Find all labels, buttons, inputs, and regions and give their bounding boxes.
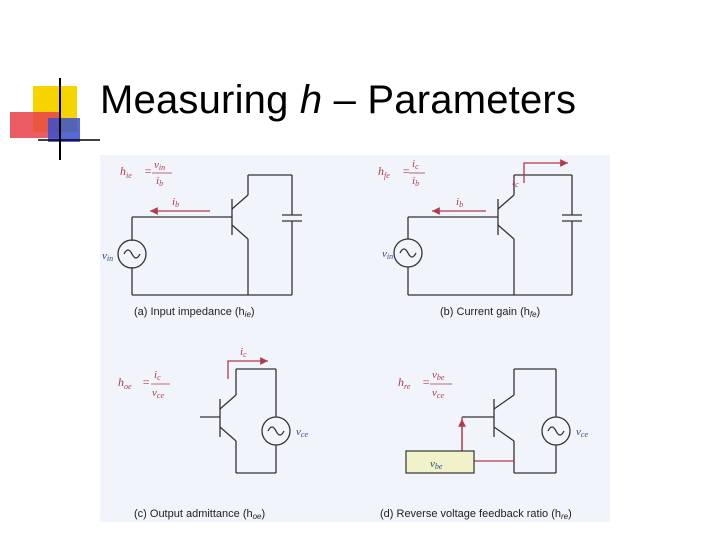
panel-b-ic-label: ic bbox=[512, 176, 519, 189]
title-prefix: Measuring bbox=[100, 78, 300, 122]
panel-d-formula-den: vce bbox=[432, 387, 444, 400]
panel-d-caption: (d) Reverse voltage feedback ratio (hre) bbox=[380, 508, 572, 521]
panel-d-source-label: vce bbox=[576, 426, 588, 439]
h-parameter-figure: hie = vin ib vin ib (a) Input impedance … bbox=[100, 155, 610, 522]
panel-a-formula-den: ib bbox=[156, 175, 163, 188]
panel-a-ac-source bbox=[117, 239, 147, 269]
slide-logo bbox=[10, 78, 100, 160]
panel-b-source-label: vin bbox=[382, 248, 393, 261]
panel-b-formula-num: ic bbox=[412, 158, 419, 171]
panel-b-formula-den: ib bbox=[412, 175, 419, 188]
panel-c-ic-label: ic bbox=[240, 346, 247, 359]
title-h: h bbox=[299, 78, 323, 122]
panel-c-output-admittance: hoe = ic vce vce ic (c) Output admittanc… bbox=[118, 346, 308, 521]
panel-c-ic-arrow bbox=[227, 357, 268, 379]
panel-d-formula-lhs: hre bbox=[398, 375, 411, 391]
panel-a-caption: (a) Input impedance (hie) bbox=[134, 306, 255, 319]
panel-c-formula-num: ic bbox=[154, 369, 161, 382]
panel-c-formula-den: vce bbox=[152, 387, 164, 400]
panel-d-formula-num: vbe bbox=[432, 369, 445, 382]
panel-b-ic-arrow bbox=[523, 159, 568, 183]
panel-c-ac-source bbox=[261, 416, 291, 446]
panel-c-formula-lhs: hoe bbox=[118, 375, 132, 391]
svg-text:=: = bbox=[422, 375, 430, 389]
title-suffix: Parameters bbox=[367, 78, 577, 122]
svg-text:=: = bbox=[142, 375, 150, 389]
slide-title: Measuring h – Parameters bbox=[100, 78, 576, 123]
panel-d-ac-source bbox=[541, 416, 571, 446]
panel-a-source-label: vin bbox=[102, 250, 113, 263]
panel-b-current-gain: hfe = ic ib vin ib ic (b) Current gain (… bbox=[378, 158, 582, 319]
panel-c-caption: (c) Output admittance (hoe) bbox=[134, 508, 265, 521]
circuit-diagram: hie = vin ib vin ib (a) Input impedance … bbox=[102, 158, 588, 521]
logo-blue-block bbox=[48, 118, 80, 142]
title-dash: – bbox=[322, 78, 368, 122]
panel-a-input-impedance: hie = vin ib vin ib (a) Input impedance … bbox=[102, 159, 302, 319]
panel-b-caption: (b) Current gain (hfe) bbox=[440, 306, 540, 319]
panel-d-reverse-feedback: hre = vbe vce vce vbe (d) Reverse voltag… bbox=[380, 368, 588, 521]
panel-b-ib-label: ib bbox=[456, 196, 463, 209]
panel-a-formula-num: vin bbox=[154, 159, 165, 172]
panel-d-voltmeter bbox=[405, 450, 475, 474]
panel-b-ac-source bbox=[393, 238, 423, 268]
panel-a-current-label: ib bbox=[172, 196, 179, 209]
panel-b-formula-lhs: hfe bbox=[378, 164, 390, 180]
panel-a-formula-lhs: hie bbox=[120, 164, 132, 180]
panel-c-source-label: vce bbox=[296, 426, 308, 439]
svg-text:=: = bbox=[144, 164, 152, 178]
svg-text:=: = bbox=[402, 164, 410, 178]
panel-d-meter-label: vbe bbox=[430, 458, 443, 471]
